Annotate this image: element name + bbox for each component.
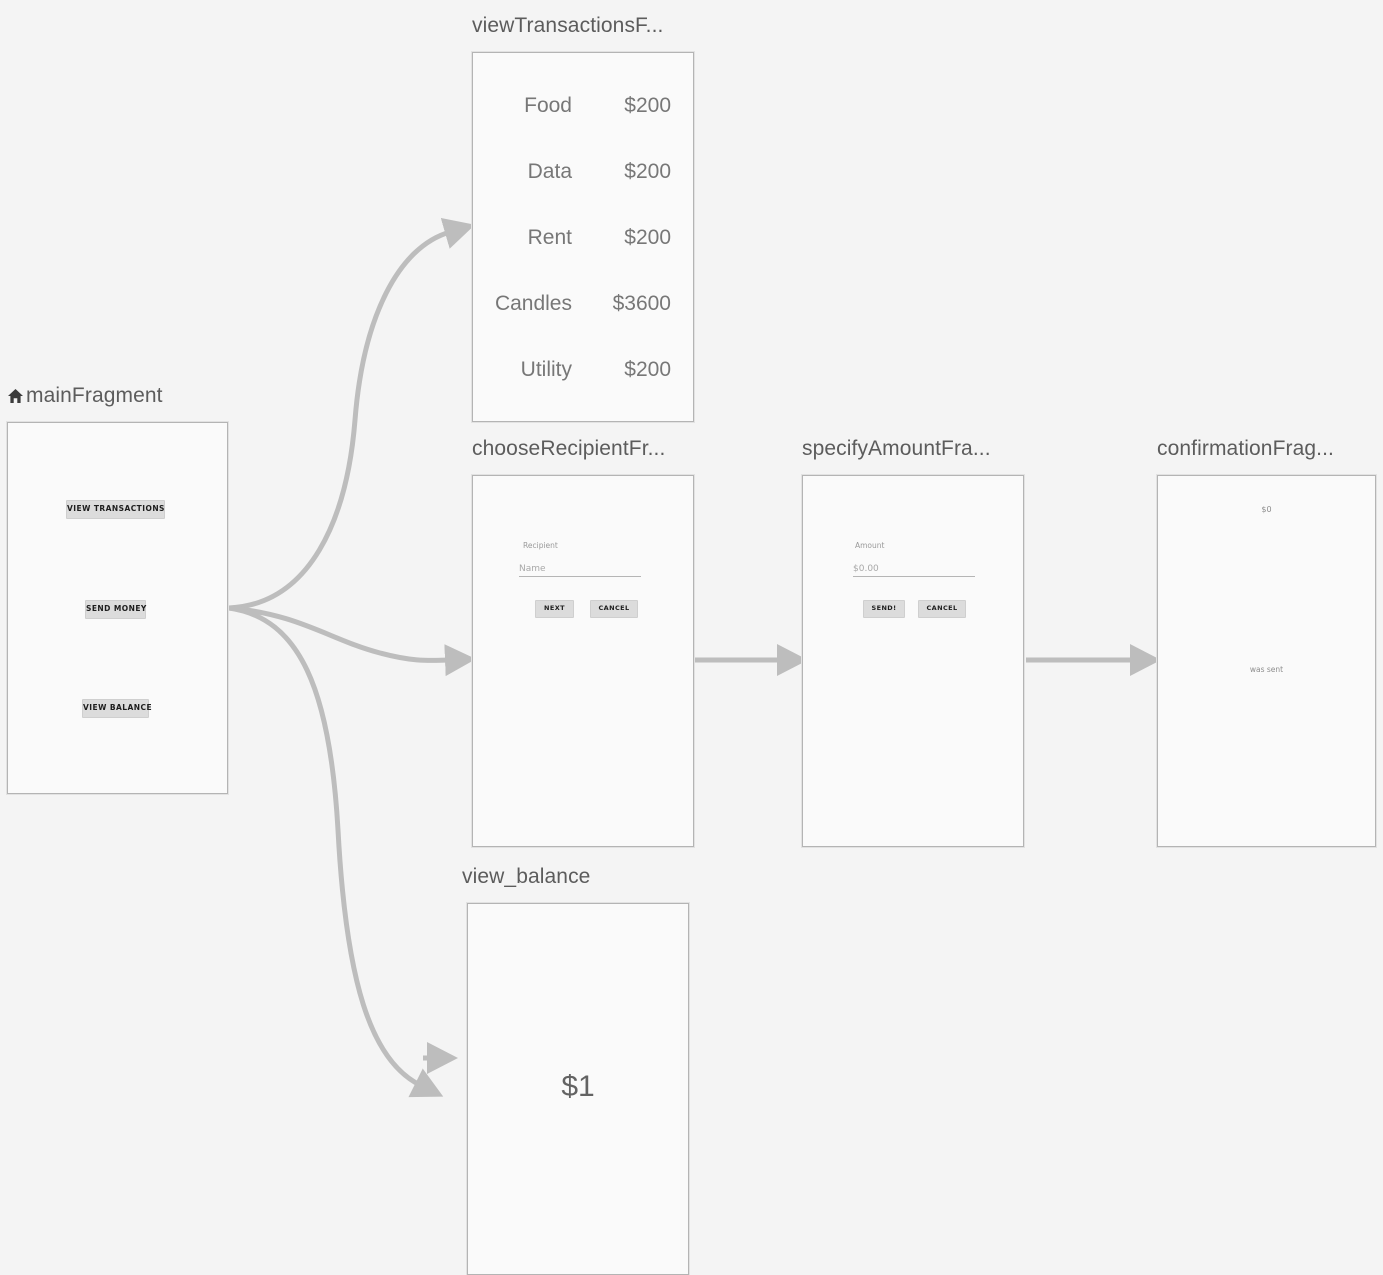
destination-specify-amount-fragment[interactable]: Amount $0.00 SEND! CANCEL [802,475,1024,847]
home-icon [7,386,24,410]
destination-label-confirmation: confirmationFrag... [1157,437,1334,460]
edge-main-to-choose-recipient [226,605,476,677]
transaction-amount: $200 [624,358,671,381]
amount-input[interactable]: $0.00 [853,564,975,577]
destination-label-specify-amount: specifyAmountFra... [802,437,991,460]
transaction-name: Food [524,94,572,117]
send-money-button[interactable]: SEND MONEY [85,600,146,619]
send-button[interactable]: SEND! [863,600,905,618]
transaction-amount: $3600 [612,292,671,315]
transaction-name: Rent [527,226,572,249]
table-row: Data $200 [473,160,695,184]
recipient-name-input[interactable]: Name [519,564,641,577]
transaction-name: Candles [494,292,572,315]
destination-view-balance-fragment[interactable] [467,903,689,1275]
view-transactions-button[interactable]: VIEW TRANSACTIONS [66,500,165,519]
transaction-amount: $200 [624,160,671,183]
table-row: Utility $200 [473,358,695,382]
cancel-button[interactable]: CANCEL [918,600,966,618]
edge-main-to-view-balance [226,605,444,1098]
confirmation-amount: $0 [1261,505,1272,514]
main-fragment-label-text: mainFragment [26,384,163,407]
destination-confirmation-fragment[interactable] [1157,475,1376,847]
destination-main-fragment[interactable] [7,422,228,794]
recipient-field-label: Recipient [523,541,558,550]
table-row: Food $200 [473,94,695,118]
transaction-name: Data [527,160,572,183]
table-row: Candles $3600 [473,292,695,316]
destination-choose-recipient-fragment[interactable]: Recipient Name NEXT CANCEL [472,475,694,847]
cancel-button[interactable]: CANCEL [590,600,638,618]
destination-view-transactions-fragment[interactable]: Food $200 Data $200 Rent $200 Candles $3… [472,52,694,422]
destination-label-choose-recipient: chooseRecipientFr... [472,437,666,460]
transaction-name: Utility [520,358,572,381]
next-button[interactable]: NEXT [535,600,574,618]
destination-label-main-fragment: mainFragment [7,384,163,410]
amount-field-label: Amount [855,541,885,550]
edge-main-to-view-transactions [226,218,475,611]
destination-label-view-transactions: viewTransactionsF... [472,14,664,37]
confirmation-message: was sent [1249,665,1284,674]
destination-label-view-balance: view_balance [462,865,591,888]
balance-amount: $1 [561,1070,595,1103]
transaction-amount: $200 [624,226,671,249]
table-row: Rent $200 [473,226,695,250]
view-balance-button[interactable]: VIEW BALANCE [82,699,152,718]
transaction-amount: $200 [624,94,671,117]
